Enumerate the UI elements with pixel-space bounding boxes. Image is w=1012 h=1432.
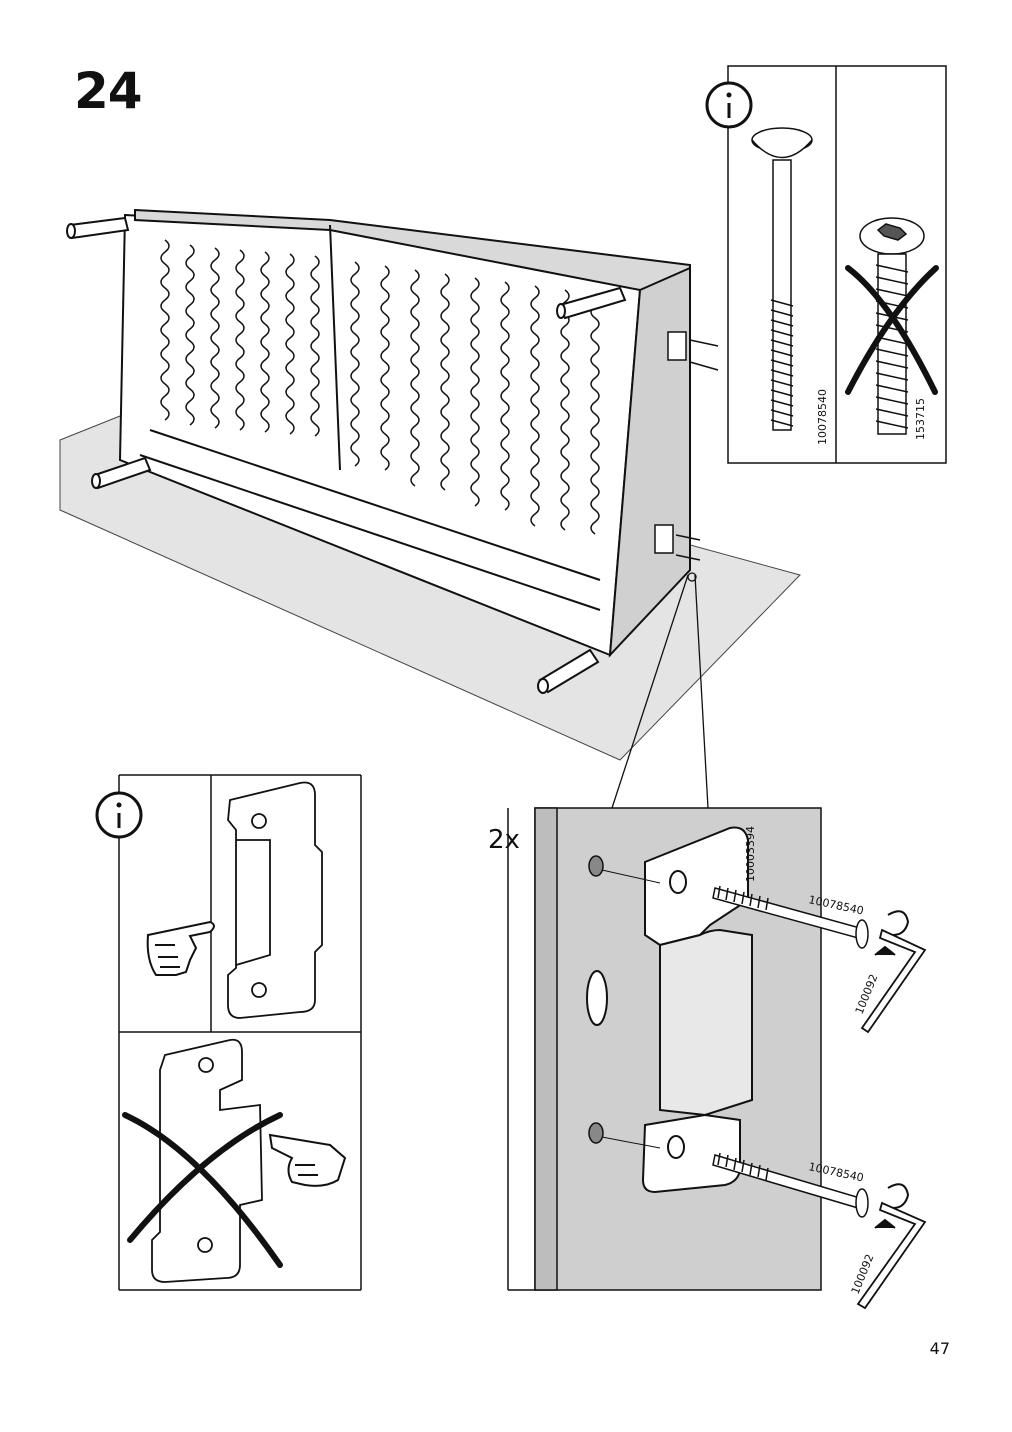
correct-bracket <box>227 781 323 1019</box>
correct-screw <box>751 127 813 431</box>
bolt-top <box>712 885 869 949</box>
bracket-code: 10003394 <box>744 826 757 882</box>
bolt-bottom <box>712 1152 869 1218</box>
sofa-frame <box>118 208 692 658</box>
correct-part-code: 10078540 <box>816 389 829 445</box>
slot-hole <box>586 970 608 1026</box>
step-number: 24 <box>74 62 143 120</box>
wrong-part-code: 153715 <box>914 398 927 440</box>
quantity-label: 2x <box>488 825 520 855</box>
side-brackets <box>654 331 719 561</box>
info-icon <box>705 81 753 129</box>
cross-out-mark <box>122 1112 283 1268</box>
cross-out-mark <box>845 265 939 395</box>
info-icon <box>95 791 143 839</box>
rotation-arrow-icon <box>874 910 910 1229</box>
callout-lines <box>611 572 709 809</box>
wrong-screw <box>859 217 925 435</box>
screw-holes <box>588 855 604 1144</box>
sofa-legs <box>66 216 627 694</box>
detail-bracket <box>641 826 753 1194</box>
info-panel-top <box>727 65 947 464</box>
pointing-hand-icon <box>268 1133 347 1187</box>
info-panel-bottom <box>118 774 362 1291</box>
pointing-hand-icon <box>146 920 215 976</box>
guide-lines <box>601 869 661 1149</box>
page-number: 47 <box>929 1339 950 1358</box>
zigzag-springs <box>160 239 600 535</box>
allen-key-icon <box>856 928 927 1310</box>
